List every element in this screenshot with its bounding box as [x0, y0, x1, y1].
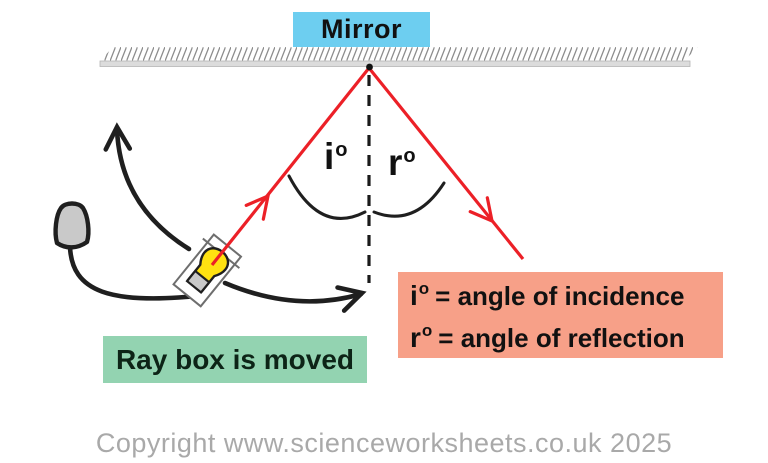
mirror-hatching [100, 47, 698, 61]
reflection-definition-text: = angle of reflection [438, 323, 685, 353]
incident-ray [210, 67, 371, 266]
reflection-degree-mark: o [403, 145, 416, 167]
angle-definitions-box: io= angle of incidence ro= angle of refl… [398, 272, 723, 358]
reflection-degree-mark: o [421, 321, 433, 340]
incidence-angle-arc [287, 174, 367, 220]
incidence-degree-mark: o [418, 279, 430, 298]
bulb-base [185, 269, 211, 294]
plug-icon [53, 201, 91, 250]
reflection-angle-label: ro [388, 142, 416, 184]
power-cable [67, 244, 210, 301]
incident-ray-arrowhead-icon [244, 193, 271, 221]
reflection-symbol: r [410, 322, 421, 353]
reflection-definition: ro = angle of reflection [410, 319, 723, 361]
rotate-right-arrow [222, 280, 364, 304]
incidence-definition: io = angle of incidence [410, 277, 723, 319]
copyright-text: Copyright www.scienceworksheets.co.uk 20… [95, 428, 673, 458]
mirror-surface-strip [99, 60, 691, 67]
rotate-right-arrowhead-icon [335, 285, 367, 313]
incidence-symbol: i [410, 280, 418, 311]
point-of-incidence-dot [366, 63, 373, 71]
incidence-definition-text: = angle of incidence [435, 281, 685, 311]
reflected-ray-arrowhead-icon [468, 196, 495, 224]
ray-box-caption: Ray box is moved [103, 336, 367, 383]
reflected-ray [367, 66, 525, 261]
incidence-degree-mark: o [335, 139, 348, 161]
reflection-angle-arc [372, 181, 446, 218]
mirror-label: Mirror [293, 12, 430, 47]
incidence-symbol: i [324, 136, 335, 177]
rotate-up-arrowhead-icon [103, 122, 133, 152]
incidence-angle-label: io [324, 136, 348, 178]
ray-box [172, 233, 243, 308]
reflection-symbol: r [388, 142, 403, 183]
rotate-up-arrow [114, 126, 192, 252]
